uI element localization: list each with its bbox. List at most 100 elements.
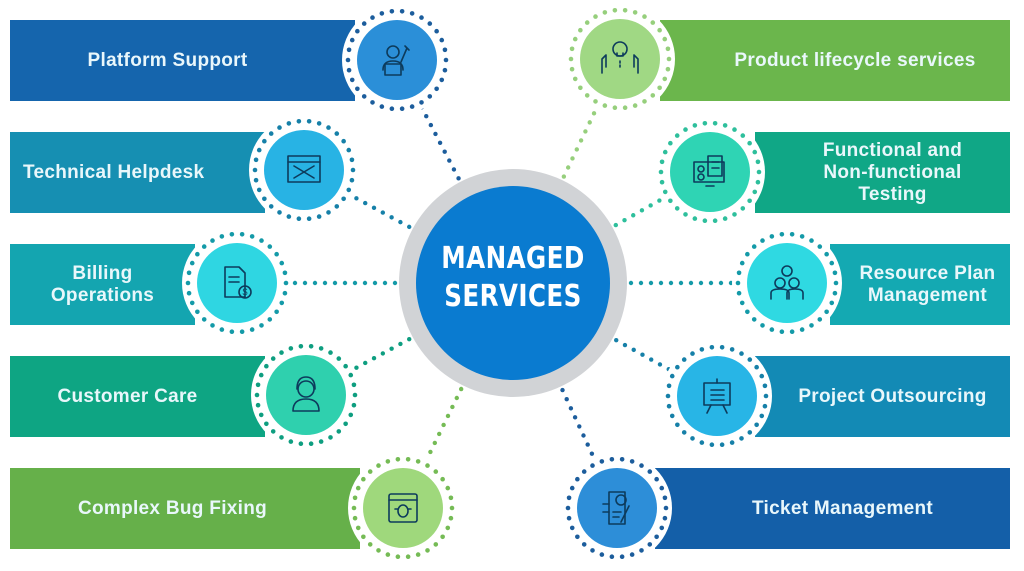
ring-dot xyxy=(256,187,262,193)
connector-dot xyxy=(613,222,619,228)
ring-dot xyxy=(445,485,451,491)
connector-dot xyxy=(585,442,590,447)
connector-dot xyxy=(631,213,636,218)
ring-dot xyxy=(575,476,580,482)
ring-dot xyxy=(433,542,439,547)
ring-dot xyxy=(759,373,765,379)
ring-dot xyxy=(201,244,207,249)
ring-dot xyxy=(352,515,358,521)
ring-dot xyxy=(210,238,215,243)
service-bar-resource-plan: Resource Plan Management xyxy=(830,244,1010,325)
ring-dot xyxy=(306,118,312,124)
ring-dot xyxy=(308,441,314,447)
connector-dot xyxy=(450,404,455,410)
ring-dot xyxy=(763,393,769,399)
ring-dot xyxy=(639,463,644,468)
connector-dot xyxy=(380,210,386,215)
connector-dot xyxy=(354,196,359,201)
ring-dot xyxy=(239,231,245,237)
connector-dot xyxy=(428,122,434,128)
ring-dot xyxy=(642,14,647,19)
ring-dot xyxy=(277,125,282,130)
ring-dot xyxy=(434,86,439,92)
connector-dot xyxy=(458,386,464,392)
ring-dot xyxy=(279,350,284,355)
ring-dot xyxy=(566,495,572,501)
ring-dot xyxy=(259,323,264,328)
ring-dot xyxy=(657,85,662,91)
service-nodes: $ xyxy=(182,4,842,563)
ring-dot xyxy=(405,554,411,560)
ring-dot xyxy=(352,495,358,501)
service-bar-technical-helpdesk: Technical Helpdesk xyxy=(10,132,265,213)
connector-dot xyxy=(372,280,378,286)
connector-dot xyxy=(445,413,451,419)
center-circle xyxy=(416,186,610,380)
invoice-dollar-icon: $ xyxy=(224,266,252,299)
ring-dot xyxy=(262,138,267,144)
team-gear-icon xyxy=(770,265,804,300)
ring-dot xyxy=(681,357,687,362)
service-label: Product lifecycle services xyxy=(734,49,976,71)
ring-dot xyxy=(747,140,752,146)
ring-dot xyxy=(662,36,668,42)
ring-dot xyxy=(341,196,346,202)
ring-dot xyxy=(318,346,324,351)
connector-dot xyxy=(441,422,446,428)
ring-dot xyxy=(399,106,405,112)
connector-dot xyxy=(678,280,684,286)
ring-dot xyxy=(735,280,741,286)
ring-dot xyxy=(639,548,644,553)
ring-dot xyxy=(569,525,575,531)
ring-dot xyxy=(619,456,625,462)
ring-dot xyxy=(219,327,225,332)
ring-dot xyxy=(442,47,448,53)
connector-dot xyxy=(570,156,575,161)
ring-dot xyxy=(650,93,656,98)
node-circle xyxy=(264,130,344,210)
connector-dot xyxy=(428,449,433,455)
ring-dot xyxy=(279,260,285,266)
ring-dot xyxy=(352,392,358,398)
ring-dot xyxy=(439,77,445,83)
ring-dot xyxy=(709,442,715,448)
ring-dot xyxy=(268,131,274,136)
connector-dot xyxy=(561,174,567,179)
ring-dot xyxy=(201,317,207,322)
connector-dot xyxy=(437,431,442,437)
ring-dot xyxy=(425,548,430,553)
connector-dot xyxy=(589,451,595,456)
connector-dot xyxy=(363,360,368,366)
ring-dot xyxy=(619,554,625,560)
ring-dot xyxy=(739,300,745,306)
ring-dot xyxy=(824,251,829,257)
ring-dot xyxy=(395,554,401,560)
service-node-right-3 xyxy=(662,341,772,451)
node-circle xyxy=(677,356,757,436)
node-circle xyxy=(363,468,443,548)
ring-dot xyxy=(659,485,665,491)
node-circle xyxy=(670,132,750,212)
connector-dot xyxy=(718,280,724,286)
ring-dot xyxy=(809,323,814,328)
ring-dot xyxy=(622,105,628,111)
ring-dot xyxy=(681,430,687,435)
ring-dot xyxy=(283,280,289,286)
ring-dot xyxy=(316,121,322,126)
ring-dot xyxy=(569,485,575,491)
ring-dot xyxy=(692,216,698,221)
ring-dot xyxy=(267,244,273,249)
connector-dot xyxy=(371,355,377,361)
service-label: Customer Care xyxy=(57,385,198,407)
ring-dot xyxy=(612,7,618,13)
connector-dot xyxy=(564,396,569,402)
service-node-right-0 xyxy=(565,4,675,114)
ring-dot xyxy=(259,238,264,243)
ring-dot xyxy=(799,234,805,239)
ring-dot xyxy=(186,290,192,296)
ring-dot xyxy=(385,552,391,557)
ring-dot xyxy=(732,212,737,217)
ring-dot xyxy=(658,169,664,175)
ring-dot xyxy=(355,485,361,491)
ring-dot xyxy=(262,196,267,202)
